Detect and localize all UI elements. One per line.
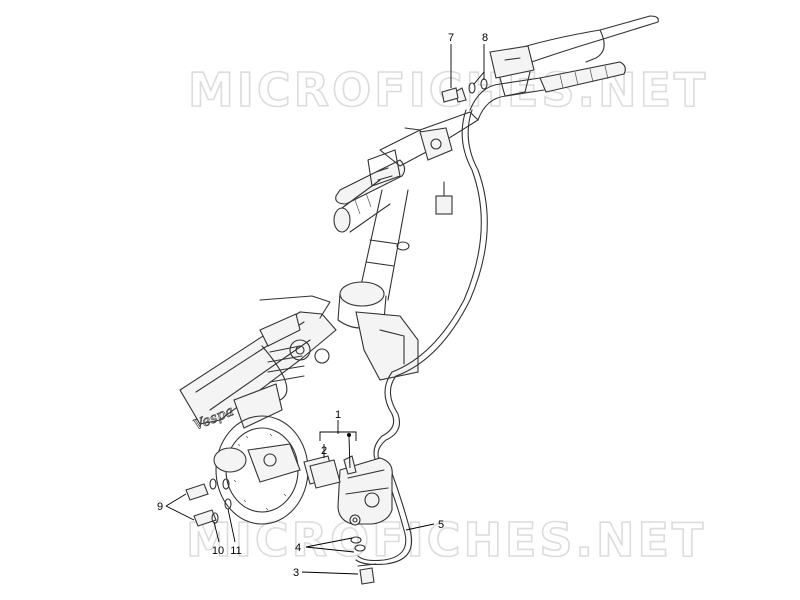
callout-numbers: 1 2 3 4 5 7 8 9 10 11 <box>157 32 488 579</box>
callout-5: 5 <box>438 519 444 531</box>
callout-4: 4 <box>295 542 301 554</box>
callout-10: 10 <box>212 545 224 557</box>
callout-2: 2 <box>321 445 327 457</box>
small-hardware <box>185 78 488 585</box>
brake-pads <box>303 455 341 489</box>
callout-9: 9 <box>157 501 163 513</box>
callout-8: 8 <box>482 32 488 44</box>
callout-3: 3 <box>293 567 299 579</box>
callout-11: 11 <box>230 545 241 557</box>
brake-hose <box>355 109 488 566</box>
callout-1: 1 <box>335 409 341 421</box>
callout-7: 7 <box>448 32 454 44</box>
handlebar-assembly <box>333 15 659 301</box>
watermark-bottom: MICROFICHES.NET <box>186 513 706 567</box>
brake-caliper <box>337 455 393 526</box>
front-suspension: Vespa <box>179 281 419 525</box>
callout-leaders <box>165 44 485 575</box>
